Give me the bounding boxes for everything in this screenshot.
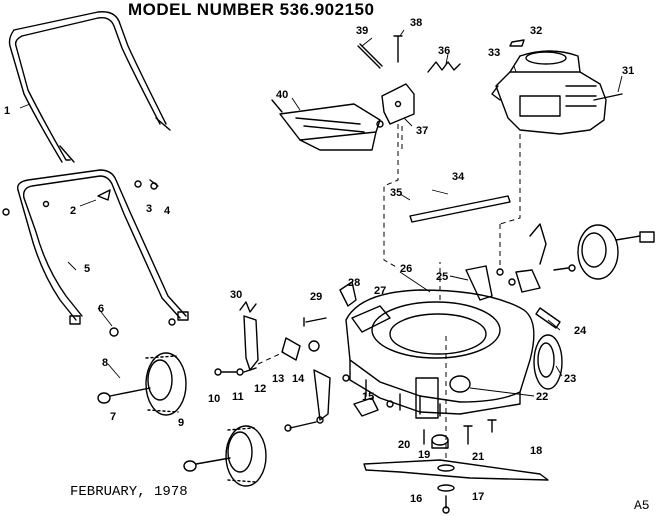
callout-29: 29 — [310, 291, 322, 303]
callout-27: 27 — [374, 285, 386, 297]
callout-31: 31 — [622, 65, 634, 77]
callout-20: 20 — [398, 439, 410, 451]
part-24 — [535, 307, 561, 329]
callout-2: 2 — [70, 205, 76, 217]
callout-6: 6 — [98, 303, 104, 315]
callout-10: 10 — [208, 393, 220, 405]
callout-14: 14 — [292, 373, 305, 385]
rod-39 — [357, 45, 381, 69]
callout-39: 39 — [356, 25, 368, 37]
part-30 — [239, 301, 257, 313]
callout-21: 21 — [472, 451, 484, 463]
publication-date: FEBRUARY, 1978 — [70, 484, 188, 500]
baffle-34 — [409, 195, 511, 223]
callout-17: 17 — [472, 491, 484, 503]
mower-deck — [345, 289, 535, 419]
part-28 — [339, 281, 357, 307]
callout-12: 12 — [254, 383, 266, 395]
callout-35: 35 — [390, 187, 402, 199]
callout-22: 22 — [536, 391, 548, 403]
wheel-right-front — [533, 334, 563, 390]
right-brackets — [465, 223, 576, 301]
blade-hardware — [423, 419, 497, 514]
part-32 — [509, 39, 525, 47]
callout-8: 8 — [102, 357, 108, 369]
callout-40: 40 — [276, 89, 288, 101]
callout-24: 24 — [574, 325, 587, 337]
callout-37: 37 — [416, 125, 428, 137]
callout-38: 38 — [410, 17, 422, 29]
handle-bracket — [381, 83, 415, 125]
spring-36 — [427, 61, 461, 73]
callout-4: 4 — [164, 205, 171, 217]
page-code: A5 — [634, 498, 650, 513]
lower-handle — [17, 169, 189, 325]
left-brackets — [243, 315, 394, 421]
callout-11: 11 — [232, 391, 244, 403]
wheel-left-rear — [97, 352, 187, 416]
mower-blade — [363, 459, 549, 481]
callout-13: 13 — [272, 373, 284, 385]
callout-36: 36 — [438, 45, 450, 57]
callout-25: 25 — [436, 271, 448, 283]
callout-9: 9 — [178, 417, 184, 429]
part-31 — [593, 93, 623, 101]
callout-18: 18 — [530, 445, 542, 457]
part-29 — [303, 317, 327, 327]
callout-32: 32 — [530, 25, 542, 37]
callout-30: 30 — [230, 289, 242, 301]
callout-33: 33 — [488, 47, 500, 59]
callout-34: 34 — [452, 171, 465, 183]
handle-hardware — [2, 179, 176, 337]
callout-5: 5 — [84, 263, 90, 275]
callout-3: 3 — [146, 203, 152, 215]
engine-guard — [271, 99, 384, 151]
model-number-title: MODEL NUMBER 536.902150 — [128, 0, 375, 19]
callout-labels: 1 2 3 4 5 6 7 8 9 10 11 12 13 14 15 16 1… — [4, 17, 634, 505]
callout-26: 26 — [400, 263, 412, 275]
wheel-left-front — [183, 425, 267, 487]
callout-23: 23 — [564, 373, 576, 385]
wheel-right-rear — [577, 224, 655, 280]
left-axle-hardware — [214, 367, 324, 432]
upper-handle — [8, 11, 171, 163]
bolt-38 — [393, 35, 403, 63]
callout-7: 7 — [110, 411, 116, 423]
callout-16: 16 — [410, 493, 422, 505]
callout-28: 28 — [348, 277, 360, 289]
callout-1: 1 — [4, 105, 10, 117]
callout-15: 15 — [362, 391, 374, 403]
callout-19: 19 — [418, 449, 430, 461]
engine — [491, 50, 607, 135]
